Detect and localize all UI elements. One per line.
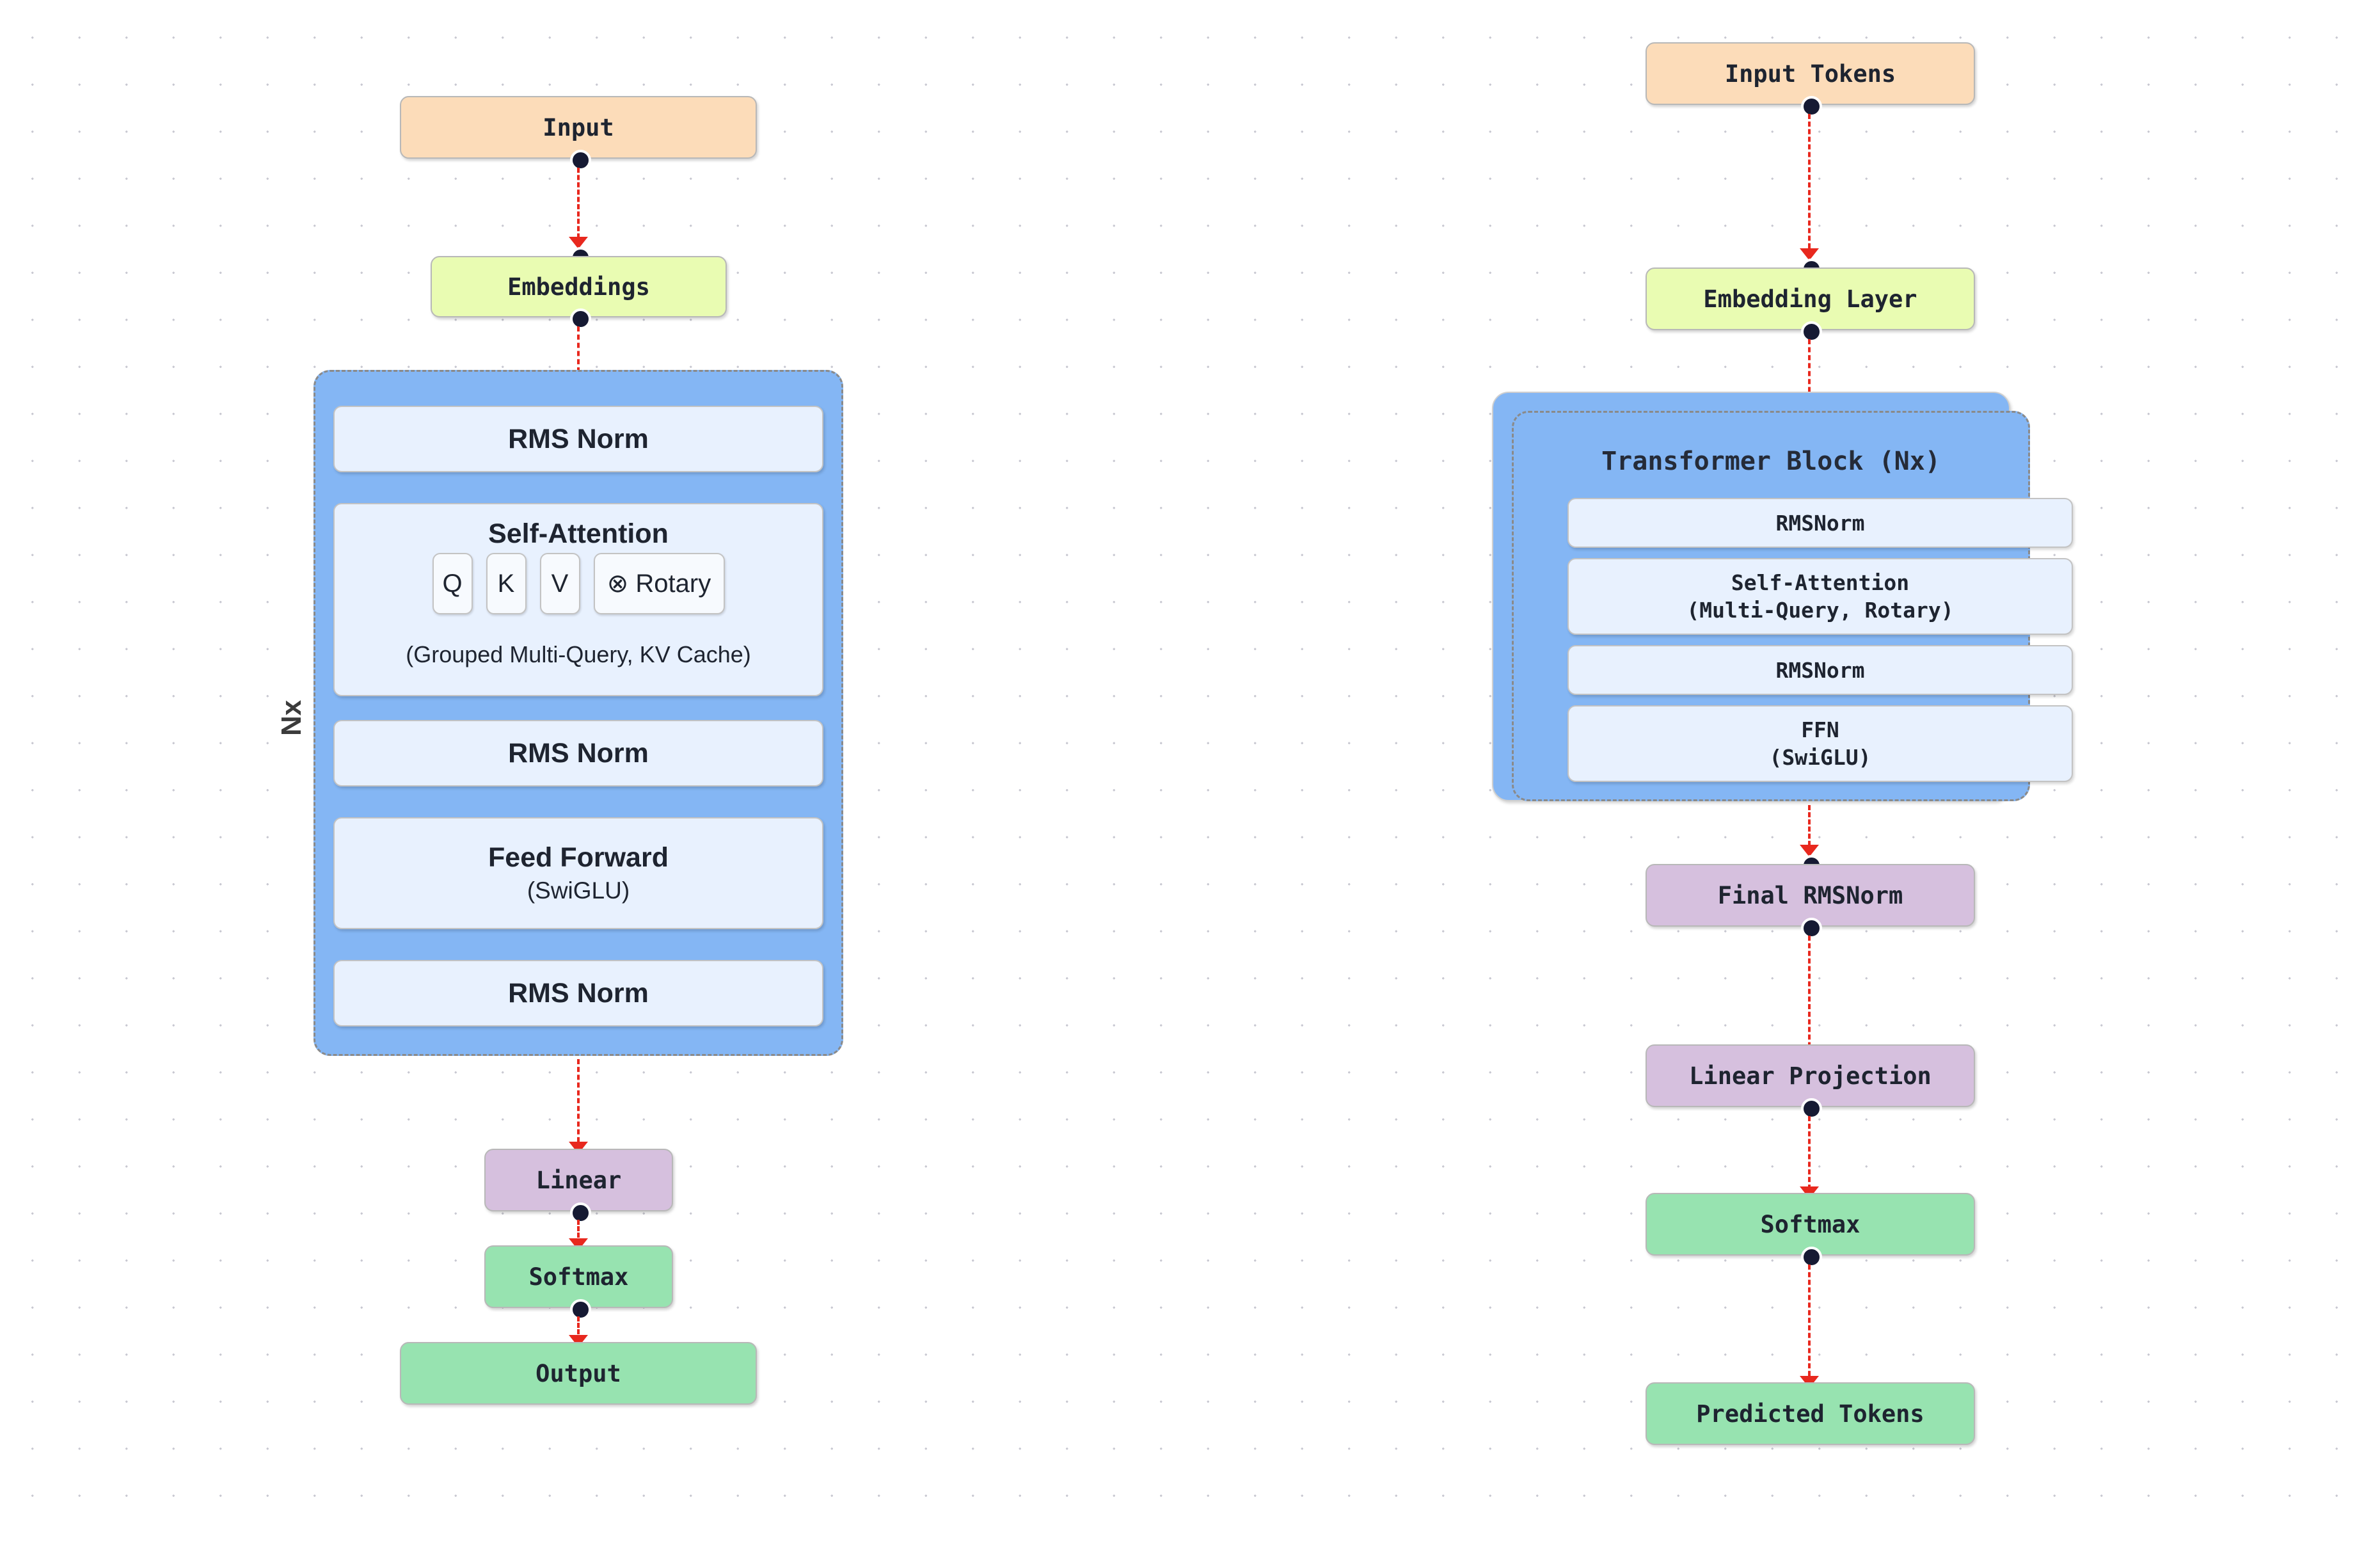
arrow-head bbox=[569, 237, 588, 249]
arrow-head bbox=[1800, 248, 1819, 260]
left-transformer-block bbox=[313, 370, 843, 1056]
left-self-attention-label: Self-Attention bbox=[488, 518, 669, 549]
left-rms-norm-3-label: RMS Norm bbox=[508, 977, 649, 1009]
right-linear-projection-node[interactable]: Linear Projection bbox=[1646, 1044, 1975, 1107]
chip-v[interactable]: V bbox=[539, 553, 580, 614]
arrow-head bbox=[1800, 845, 1819, 857]
chip-k[interactable]: K bbox=[486, 553, 527, 614]
edge-block-to-final-rmsnorm bbox=[1808, 805, 1811, 853]
left-rms-norm-3[interactable]: RMS Norm bbox=[333, 960, 823, 1026]
left-repeat-label: Nx bbox=[276, 699, 307, 736]
right-self-attention-sublabel: (Multi-Query, Rotary) bbox=[1686, 598, 1954, 623]
right-final-rmsnorm-label: Final RMSNorm bbox=[1717, 881, 1903, 909]
left-self-attention[interactable]: Self-Attention Q K V ⊗ Rotary (Grouped M… bbox=[333, 503, 823, 696]
left-embeddings-label: Embeddings bbox=[507, 273, 650, 301]
left-feed-forward-sublabel: (SwiGLU) bbox=[527, 877, 630, 904]
right-ffn[interactable]: FFN (SwiGLU) bbox=[1567, 705, 2073, 782]
edge-softmax-to-output bbox=[577, 1316, 580, 1341]
chip-q[interactable]: Q bbox=[432, 553, 473, 614]
right-input-tokens-label: Input Tokens bbox=[1724, 60, 1896, 88]
port-dot bbox=[1801, 96, 1822, 117]
port-dot bbox=[570, 1299, 591, 1320]
right-rmsnorm-1-label: RMSNorm bbox=[1775, 510, 1865, 536]
left-linear-label: Linear bbox=[536, 1166, 622, 1194]
right-predicted-tokens-node[interactable]: Predicted Tokens bbox=[1646, 1382, 1975, 1445]
right-input-tokens-node[interactable]: Input Tokens bbox=[1646, 42, 1975, 105]
left-self-attention-sublabel: (Grouped Multi-Query, KV Cache) bbox=[406, 641, 751, 667]
edge-final-rmsnorm-to-linear bbox=[1808, 936, 1811, 1078]
edge-linear-to-softmax bbox=[577, 1220, 580, 1244]
edge-embeddings-to-block bbox=[577, 326, 580, 372]
rotary-icon-and-label: ⊗ Rotary bbox=[607, 570, 711, 598]
right-predicted-tokens-label: Predicted Tokens bbox=[1696, 1400, 1924, 1428]
right-embedding-layer-label: Embedding Layer bbox=[1703, 285, 1917, 313]
left-input-label: Input bbox=[543, 113, 614, 141]
edge-block-to-linear bbox=[577, 1059, 580, 1150]
port-dot bbox=[1801, 1247, 1822, 1268]
port-dot bbox=[570, 150, 591, 171]
chip-rotary[interactable]: ⊗ Rotary bbox=[593, 553, 725, 614]
left-rms-norm-1-label: RMS Norm bbox=[508, 423, 649, 454]
right-final-rmsnorm-node[interactable]: Final RMSNorm bbox=[1646, 864, 1975, 927]
right-linear-projection-label: Linear Projection bbox=[1689, 1062, 1932, 1090]
right-ffn-label: FFN bbox=[1801, 717, 1839, 742]
port-dot bbox=[570, 1202, 591, 1224]
port-dot bbox=[1801, 1098, 1822, 1119]
left-qkv-chip-row: Q K V ⊗ Rotary bbox=[335, 553, 822, 614]
left-output-node[interactable]: Output bbox=[400, 1342, 757, 1405]
left-rms-norm-1[interactable]: RMS Norm bbox=[333, 406, 823, 472]
edge-input-to-embeddings bbox=[577, 168, 580, 246]
right-self-attention-label: Self-Attention bbox=[1731, 570, 1910, 595]
right-softmax-node[interactable]: Softmax bbox=[1646, 1193, 1975, 1256]
port-dot bbox=[570, 308, 591, 330]
left-rms-norm-2[interactable]: RMS Norm bbox=[333, 720, 823, 786]
right-rmsnorm-1[interactable]: RMSNorm bbox=[1567, 498, 2073, 548]
left-output-label: Output bbox=[536, 1359, 621, 1387]
port-dot bbox=[1801, 321, 1822, 342]
left-feed-forward-label: Feed Forward bbox=[488, 842, 669, 873]
right-rmsnorm-2-label: RMSNorm bbox=[1775, 657, 1865, 683]
right-rmsnorm-2[interactable]: RMSNorm bbox=[1567, 645, 2073, 695]
right-embedding-layer-node[interactable]: Embedding Layer bbox=[1646, 267, 1975, 330]
edge-embedding-to-block bbox=[1808, 339, 1811, 416]
left-rms-norm-2-label: RMS Norm bbox=[508, 737, 649, 769]
left-feed-forward[interactable]: Feed Forward (SwiGLU) bbox=[333, 817, 823, 929]
left-softmax-label: Softmax bbox=[528, 1263, 629, 1291]
left-softmax-node[interactable]: Softmax bbox=[484, 1245, 673, 1308]
right-ffn-sublabel: (SwiGLU) bbox=[1769, 745, 1871, 770]
edge-tokens-to-embedding bbox=[1808, 114, 1811, 256]
left-embeddings-node[interactable]: Embeddings bbox=[431, 256, 727, 317]
port-dot bbox=[1801, 918, 1822, 939]
right-transformer-block-title: Transformer Block (Nx) bbox=[1601, 447, 1940, 476]
right-self-attention[interactable]: Self-Attention (Multi-Query, Rotary) bbox=[1567, 558, 2073, 635]
left-input-node[interactable]: Input bbox=[400, 96, 757, 159]
edge-softmax-to-predicted bbox=[1808, 1265, 1811, 1384]
right-softmax-label: Softmax bbox=[1760, 1210, 1860, 1238]
